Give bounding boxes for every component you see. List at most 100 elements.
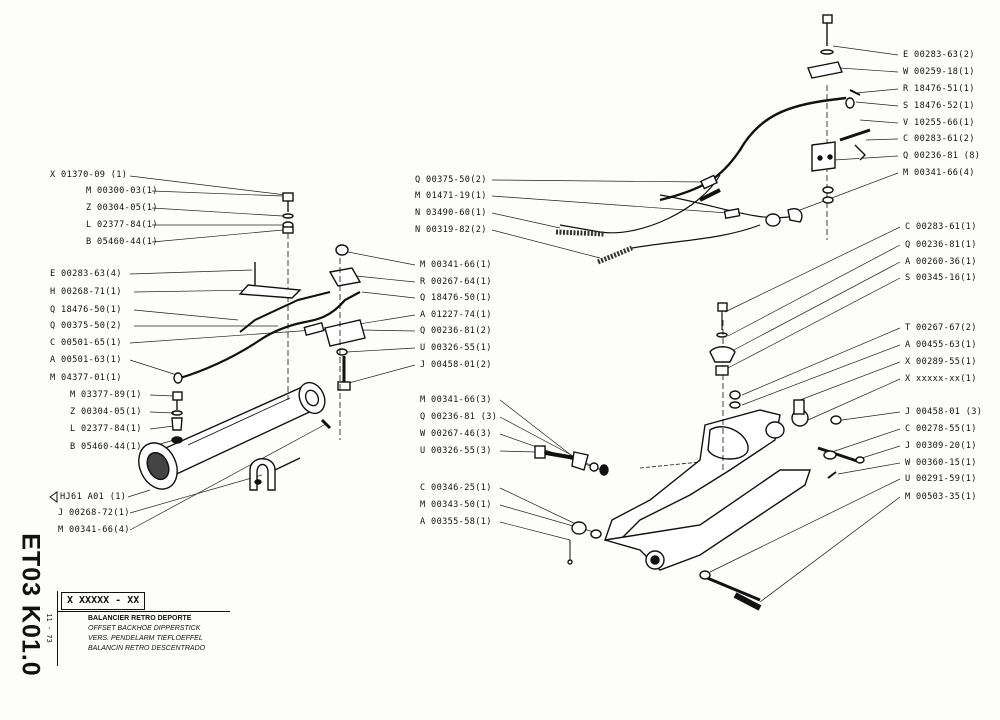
hydraulic-cylinder xyxy=(138,381,326,490)
leader-line xyxy=(499,450,537,453)
part-callout-left-labels-5: E 00283-63(4) xyxy=(50,269,122,279)
leader-line xyxy=(832,45,899,56)
part-callout-left-labels-3: L 02377-84(1) xyxy=(86,220,158,230)
part-callout-top-right-labels-3: S 18476-52(1) xyxy=(903,101,975,111)
leader-line xyxy=(729,261,901,353)
part-callout-mid-right-labels-6: J 00458-01(2) xyxy=(420,360,492,370)
part-callout-top-right-labels-4: V 10255-66(1) xyxy=(903,118,975,128)
part-callout-top-right-labels-0: E 00283-63(2) xyxy=(903,50,975,60)
part-callout-top-right-labels-1: W 00259-18(1) xyxy=(903,67,975,77)
leader-line xyxy=(807,378,901,421)
leader-line xyxy=(491,212,561,229)
part-callout-right-labels-1: Q 00236-81(1) xyxy=(905,240,977,250)
leader-line xyxy=(491,195,729,214)
arm-bolt-stack xyxy=(709,302,741,409)
document-code-block: ET03 K01.0 xyxy=(0,533,60,676)
lower-link xyxy=(699,570,762,611)
part-callout-right-labels-5: A 00455-63(1) xyxy=(905,340,977,350)
part-callout-left-labels-10: A 00501-63(1) xyxy=(50,355,122,365)
leader-line xyxy=(799,172,899,211)
dipperstick-arm xyxy=(604,320,811,571)
pipe-clamp-left xyxy=(238,262,302,299)
title-fr: BALANCIER RETRO DEPORTE xyxy=(88,615,192,622)
part-callout-lower-center-labels-0: M 00341-66(3) xyxy=(420,395,492,405)
leader-line xyxy=(129,269,253,275)
part-callout-left-labels-18: M 00341-66(4) xyxy=(58,525,130,535)
part-callout-right-labels-11: W 00360-15(1) xyxy=(905,458,977,468)
leader-line xyxy=(129,359,181,377)
leader-line xyxy=(129,329,315,344)
part-callout-left-labels-17: J 00268-72(1) xyxy=(58,508,130,518)
bracket-top-right xyxy=(765,14,871,240)
leader-line xyxy=(855,88,899,94)
leader-line xyxy=(355,275,416,283)
leader-line xyxy=(709,478,901,573)
leader-line xyxy=(855,101,899,107)
leader-line xyxy=(149,394,175,397)
leader-line xyxy=(831,428,901,453)
leader-line xyxy=(833,155,899,161)
bolt-assembly-left xyxy=(534,445,609,565)
part-callout-top-right-labels-5: C 00283-61(2) xyxy=(903,134,975,144)
title-divider xyxy=(58,611,230,612)
title-de: VERS. PENDELARM TIEFLOEFFEL xyxy=(88,635,203,642)
side-pins xyxy=(817,415,865,479)
leader-line xyxy=(727,277,901,369)
leader-line xyxy=(865,138,899,141)
part-callout-right-labels-3: S 00345-16(1) xyxy=(905,273,977,283)
leader-line xyxy=(149,411,175,414)
part-callout-top-center-labels-1: M 01471-19(1) xyxy=(415,191,487,201)
leader-line xyxy=(841,411,901,421)
part-callout-lower-center-labels-4: C 00346-25(1) xyxy=(420,483,492,493)
part-callout-right-labels-0: C 00283-61(1) xyxy=(905,222,977,232)
part-callout-right-labels-13: M 00503-35(1) xyxy=(905,492,977,502)
part-callout-left-labels-6: H 00268-71(1) xyxy=(50,287,122,297)
part-callout-top-right-labels-2: R 18476-51(1) xyxy=(903,84,975,94)
part-callout-left-labels-4: B 05460-44(1) xyxy=(86,237,158,247)
part-callout-left-labels-13: Z 00304-05(1) xyxy=(70,407,142,417)
part-callout-mid-right-labels-2: Q 18476-50(1) xyxy=(420,293,492,303)
leader-line xyxy=(499,487,581,527)
part-callout-right-labels-2: A 00260-36(1) xyxy=(905,257,977,267)
leader-line xyxy=(861,445,901,459)
part-callout-right-labels-8: J 00458-01 (3) xyxy=(905,407,983,417)
leader-line xyxy=(127,489,151,498)
leader-line xyxy=(346,347,416,353)
leader-line xyxy=(799,361,901,401)
leader-line xyxy=(361,291,416,299)
part-callout-right-labels-6: X 00289-55(1) xyxy=(905,357,977,367)
leader-line xyxy=(129,423,327,531)
part-callout-lower-center-labels-6: A 00355-58(1) xyxy=(420,517,492,527)
bolt-stack-upper xyxy=(282,192,294,400)
document-date: 11 - 73 xyxy=(45,613,53,643)
leader-line xyxy=(149,425,175,430)
pin-small xyxy=(320,418,332,430)
leader-line xyxy=(724,226,901,313)
part-callout-top-center-labels-2: N 03490-60(1) xyxy=(415,208,487,218)
part-callout-right-labels-12: U 00291-59(1) xyxy=(905,474,977,484)
leader-line xyxy=(133,289,261,293)
part-callout-lower-center-labels-2: W 00267-46(3) xyxy=(420,429,492,439)
part-number: X XXXXX - XX xyxy=(61,592,146,610)
leader-line xyxy=(344,364,416,385)
part-callout-right-labels-10: J 00309-20(1) xyxy=(905,441,977,451)
part-callout-left-labels-15: B 05460-44(1) xyxy=(70,442,142,452)
leader-line xyxy=(151,207,284,217)
part-callout-lower-center-labels-5: M 00343-50(1) xyxy=(420,500,492,510)
title-en: OFFSET BACKHOE DIPPERSTICK xyxy=(88,625,201,632)
document-code: ET03 K01.0 xyxy=(16,533,45,677)
part-callout-left-labels-14: L 02377-84(1) xyxy=(70,424,142,434)
leader-line xyxy=(491,229,601,259)
part-callout-left-labels-0: X 01370-09 (1) xyxy=(50,170,128,180)
clamp-block-center xyxy=(324,244,366,440)
leader-line xyxy=(151,229,284,243)
title-es: BALANCIN RETRO DESCENTRADO xyxy=(88,645,206,652)
leader-line xyxy=(839,67,899,73)
leader-line xyxy=(741,327,901,396)
leader-line xyxy=(129,175,287,196)
leader-line xyxy=(347,251,416,266)
leader-line xyxy=(741,344,901,406)
bolt-stack-lower xyxy=(171,391,183,444)
part-callout-left-labels-7: Q 18476-50(1) xyxy=(50,305,122,315)
